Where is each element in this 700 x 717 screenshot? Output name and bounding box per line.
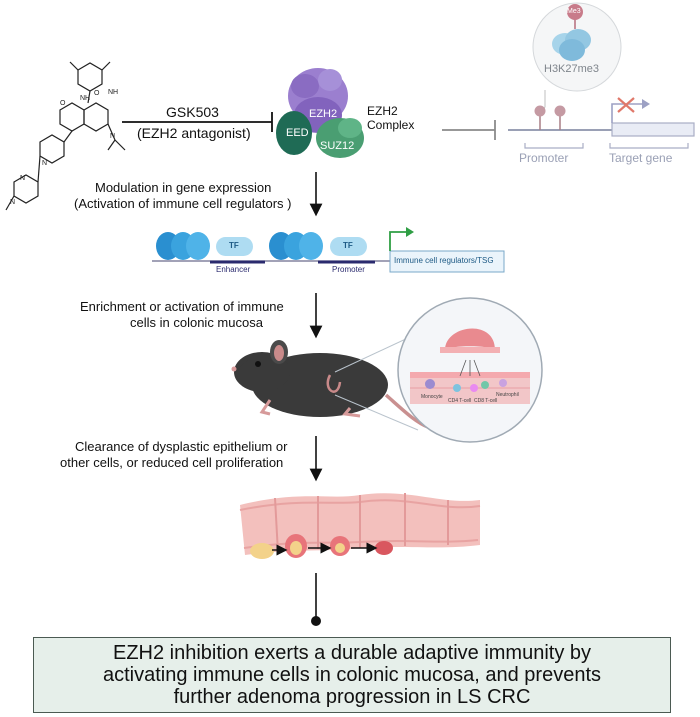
- mouse: [231, 340, 471, 432]
- step1-line1: Modulation in gene expression: [95, 180, 272, 195]
- monocyte-label: Monocyte: [421, 394, 443, 400]
- tf1-label: TF: [229, 241, 239, 250]
- ezh2-subunit-label: EZH2: [309, 108, 338, 120]
- step3-line1: Clearance of dysplastic epithelium or: [75, 439, 288, 454]
- zoom-line-2: [334, 394, 419, 431]
- target-gene-label: Target gene: [609, 151, 673, 165]
- drug-name: GSK503: [166, 104, 219, 120]
- eed-subunit-label: EED: [286, 127, 309, 139]
- svg-text:N: N: [20, 175, 25, 182]
- drug-role: (EZH2 antagonist): [137, 125, 251, 141]
- enhancer-label: Enhancer: [216, 265, 251, 274]
- tf2-label: TF: [343, 241, 353, 250]
- gsk503-structure: [5, 61, 126, 211]
- svg-text:N: N: [42, 160, 47, 167]
- promoter-label: Promoter: [519, 151, 569, 165]
- mucosa-inset: [397, 297, 543, 443]
- arrow-4-terminal: [311, 616, 321, 626]
- chromatin-inset: [508, 2, 695, 149]
- step1-line2: (Activation of immune cell regulators ): [74, 196, 292, 211]
- step3-line2: other cells, or reduced cell proliferati…: [60, 455, 284, 470]
- neutrophil-label: Neutrophil: [496, 392, 519, 398]
- target-gene-box-label: Immune cell regulators/TSG: [394, 256, 494, 265]
- svg-text:N: N: [10, 199, 15, 206]
- svg-text:O: O: [60, 100, 66, 107]
- complex-label-line1: EZH2: [367, 104, 398, 118]
- ezh2-complex: [276, 68, 364, 158]
- cd8-label: CD8 T-cell: [474, 398, 498, 404]
- conclusion-box: EZH2 inhibition exerts a durable adaptiv…: [33, 637, 671, 713]
- colon-illustration: [239, 493, 481, 559]
- step2-line2: cells in colonic mucosa: [130, 315, 263, 330]
- svg-text:NH: NH: [108, 89, 118, 96]
- me3-badge: Me3: [567, 8, 581, 15]
- histone-mark-label: H3K27me3: [544, 63, 600, 75]
- step2-line1: Enrichment or activation of immune: [80, 299, 284, 314]
- svg-text:O: O: [94, 90, 100, 97]
- svg-text:NH: NH: [80, 95, 90, 102]
- complex-label-line2: Complex: [367, 118, 415, 132]
- gene-expression-panel: [152, 227, 505, 273]
- suz12-subunit-label: SUZ12: [320, 140, 355, 152]
- promoter-gene-label: Promoter: [332, 265, 365, 274]
- svg-text:N: N: [110, 133, 115, 140]
- cd4-label: CD4 T-cell: [448, 398, 472, 404]
